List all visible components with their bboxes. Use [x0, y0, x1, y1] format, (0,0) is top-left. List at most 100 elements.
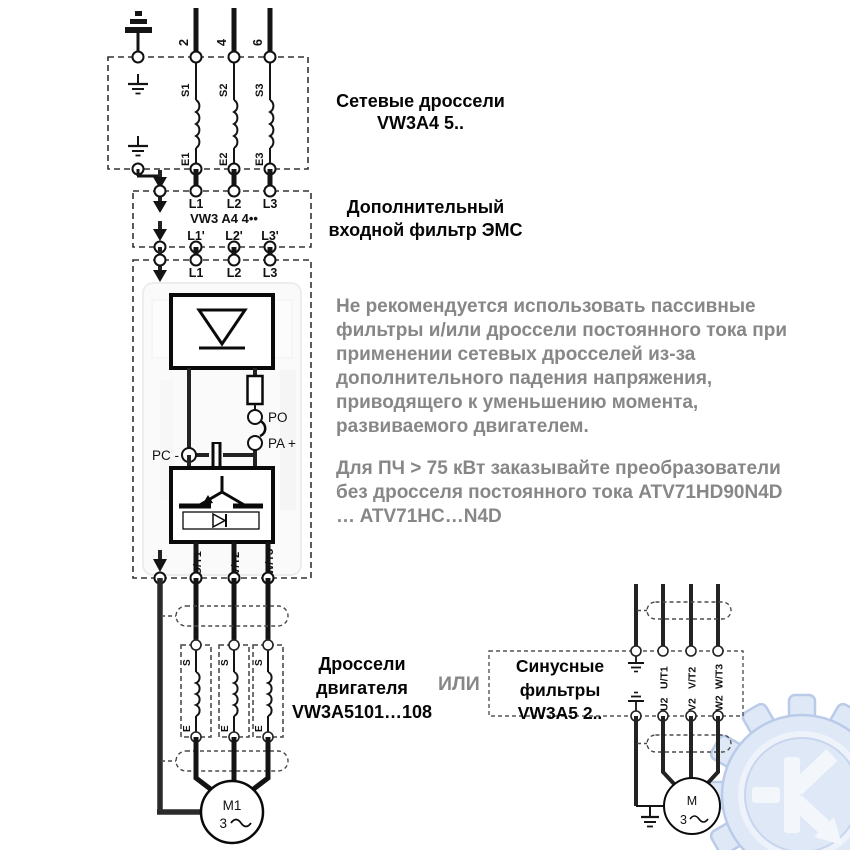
po-terminal	[247, 409, 263, 425]
motor-cable-left	[157, 578, 289, 815]
motor-choke-unit: S E	[252, 639, 284, 743]
dc-bus: PO PA + PC -	[152, 368, 296, 468]
inverter-symbol	[169, 466, 275, 544]
choke-e-label: E	[182, 725, 193, 732]
emc-input-label: L1	[189, 197, 204, 211]
sine-wave-icon	[689, 815, 709, 823]
choke-s-label: S	[254, 659, 265, 666]
motor-choke-unit: S E	[180, 639, 212, 743]
sine-output-label: W2	[714, 695, 726, 711]
choke-e-label: E	[254, 725, 265, 732]
terminal	[189, 253, 203, 267]
drive-output-label: V/T2	[230, 552, 242, 575]
po-pa-jumper	[259, 419, 267, 438]
choke-coil	[268, 62, 275, 164]
terminal	[153, 184, 167, 198]
supply-lines: 2 4 6	[177, 8, 273, 57]
motor-choke-block: S E S E S E	[180, 639, 284, 743]
earth-icon	[641, 806, 659, 828]
pe-arrow-icon	[153, 196, 167, 213]
interconnect-wires	[158, 247, 273, 260]
earth-icon	[628, 656, 644, 673]
sine-filter-branch: U/T1 V/T2 W/T3 U2 V2 W2 M 3	[488, 584, 744, 835]
emc-output-label: L1'	[187, 229, 205, 243]
motor-choke-title: Дроссели двигателя VW3A5101…108	[291, 654, 433, 722]
rectifier-symbol	[169, 293, 275, 370]
terminal	[630, 645, 642, 657]
pa-terminal	[247, 435, 263, 451]
sine-output-label: V2	[687, 698, 699, 711]
choke-coil	[232, 62, 239, 164]
motor-phase: 3	[219, 816, 227, 831]
watermark-k-glyph	[752, 749, 842, 845]
emc-input-label: L2	[227, 197, 242, 211]
motor-right: M 3	[663, 777, 721, 835]
winding-start-label: S3	[254, 84, 266, 97]
winding-end-label: E3	[254, 153, 266, 166]
sine-filter-box	[488, 650, 744, 717]
sine-output-label: U2	[659, 697, 671, 711]
pe-arrow-icon	[153, 170, 167, 189]
note-75kw: Для ПЧ > 75 кВт заказывайте преобразоват…	[336, 458, 783, 527]
terminal	[190, 639, 202, 651]
terminal	[262, 639, 274, 651]
drive-input-label: L2	[227, 266, 242, 280]
motor-left: M1 3	[199, 779, 265, 845]
terminal	[153, 253, 167, 267]
terminal	[131, 50, 145, 64]
earth-icon	[628, 691, 644, 711]
winding-end-label: E1	[180, 153, 192, 166]
choke-e-label: E	[220, 725, 231, 732]
emc-filter-block: L1 L2 L3 VW3 A4 4•• L1' L2' L3'	[132, 184, 312, 254]
emc-model-label: VW3 A4 4••	[190, 211, 258, 226]
motor-name: M1	[223, 798, 242, 813]
sine-wave-icon	[230, 818, 252, 828]
choke-s-label: S	[182, 659, 193, 666]
pe-arrow-icon	[153, 265, 167, 282]
or-label: ИЛИ	[438, 673, 480, 695]
dc-choke-resistor	[246, 374, 264, 406]
pc-label: PC -	[152, 448, 179, 463]
sine-input-label: V/T2	[687, 667, 699, 689]
motor-name: M	[687, 794, 697, 808]
drive-block: L1 L2 L3	[132, 253, 312, 585]
choke-s-label: S	[220, 659, 231, 666]
pe-ground-icon	[125, 11, 152, 52]
pa-label: PA +	[268, 436, 296, 451]
pe-arrow-icon	[153, 221, 167, 241]
winding-end-label: E2	[218, 153, 230, 166]
drive-output-label: U/T1	[192, 551, 204, 575]
terminal	[227, 253, 241, 267]
terminal	[189, 50, 203, 64]
sine-input-label: W/T3	[714, 664, 726, 689]
pe-arrow-icon	[153, 550, 167, 572]
sine-input-label: U/T1	[659, 666, 671, 689]
emc-output-label: L3'	[261, 229, 279, 243]
supply-terminal-label: 4	[215, 39, 229, 46]
earth-icon	[128, 136, 148, 157]
winding-start-label: S1	[180, 84, 192, 97]
motor-choke-unit: S E	[218, 639, 250, 743]
sine-filter-title: Синусные фильтры VW3A5 2..	[515, 656, 605, 723]
watermark-gear-logo	[700, 693, 850, 850]
terminal	[227, 50, 241, 64]
choke-coil	[194, 62, 201, 164]
terminal	[189, 184, 203, 198]
emc-output-label: L2'	[225, 229, 243, 243]
drive-input-label: L1	[189, 266, 204, 280]
drive-input-label: L3	[263, 266, 278, 280]
line-choke-title: Сетевые дроссели VW3A4 5..	[336, 91, 505, 133]
terminal	[263, 50, 277, 64]
terminal	[657, 645, 669, 657]
line-choke-block: S1 S2 S3 E1 E2 E3	[107, 50, 309, 176]
winding-start-label: S2	[218, 84, 230, 97]
terminal	[712, 645, 724, 657]
supply-terminal-label: 2	[177, 39, 191, 46]
cable-shield-icon	[646, 601, 732, 620]
emc-filter-title: Дополнительный входной фильтр ЭМС	[328, 197, 523, 240]
cable-shield-icon	[175, 605, 289, 627]
drive-output-label: W/T3	[264, 549, 276, 575]
terminal	[227, 184, 241, 198]
